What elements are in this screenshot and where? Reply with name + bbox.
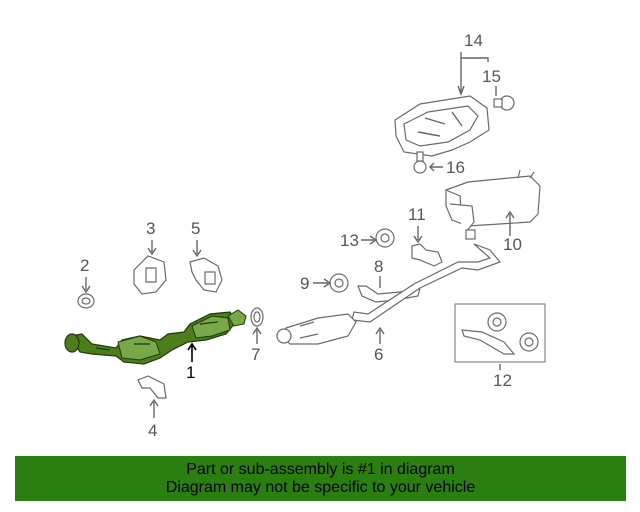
leader-10 bbox=[505, 210, 515, 236]
gasket-part-2[interactable] bbox=[77, 293, 95, 309]
callout-16[interactable]: 16 bbox=[446, 158, 465, 177]
callout-2[interactable]: 2 bbox=[80, 256, 89, 275]
heat-shield-part-14[interactable] bbox=[394, 95, 490, 157]
callout-8[interactable]: 8 bbox=[374, 257, 383, 276]
leader-16 bbox=[429, 162, 443, 172]
leader-7 bbox=[252, 326, 262, 344]
leader-9 bbox=[313, 278, 332, 288]
grommet-part-13[interactable] bbox=[375, 228, 395, 248]
leader-13 bbox=[361, 235, 378, 245]
leader-1 bbox=[187, 342, 197, 362]
exhaust-pipe-part-6[interactable] bbox=[276, 243, 502, 345]
callout-4[interactable]: 4 bbox=[148, 421, 157, 440]
callout-3[interactable]: 3 bbox=[146, 219, 155, 238]
banner-line-2: Diagram may not be specific to your vehi… bbox=[165, 478, 476, 496]
leader-5 bbox=[192, 240, 202, 258]
callout-7[interactable]: 7 bbox=[251, 345, 260, 364]
bracket-part-4[interactable] bbox=[137, 375, 167, 399]
leader-11 bbox=[413, 226, 423, 244]
callout-14[interactable]: 14 bbox=[464, 31, 483, 50]
grommet-part-9[interactable] bbox=[329, 273, 349, 293]
callout-11[interactable]: 11 bbox=[408, 205, 426, 224]
bracket-part-5[interactable] bbox=[189, 257, 223, 293]
callout-10[interactable]: 10 bbox=[503, 235, 522, 254]
leader-6 bbox=[375, 326, 385, 344]
bolt-part-16[interactable] bbox=[413, 151, 427, 174]
callout-5[interactable]: 5 bbox=[191, 219, 200, 238]
gasket-part-7[interactable] bbox=[250, 307, 264, 327]
leader-3 bbox=[147, 240, 157, 256]
leader-4 bbox=[149, 398, 159, 418]
banner-line-1: Part or sub-assembly is #1 in diagram bbox=[186, 460, 455, 478]
callout-15[interactable]: 15 bbox=[482, 67, 501, 86]
hanger-part-11[interactable] bbox=[411, 243, 443, 267]
bolt-part-15[interactable] bbox=[493, 95, 515, 111]
part-info-banner: Part or sub-assembly is #1 in diagram Di… bbox=[15, 456, 626, 501]
muffler-part-10[interactable] bbox=[445, 169, 541, 240]
arrow-14 bbox=[457, 85, 465, 96]
bracket-part-3[interactable] bbox=[133, 255, 167, 295]
leader-14 bbox=[460, 52, 489, 92]
hanger-kit-part-12[interactable] bbox=[454, 303, 546, 363]
callout-6[interactable]: 6 bbox=[374, 345, 383, 364]
callout-9[interactable]: 9 bbox=[300, 274, 309, 293]
callout-13[interactable]: 13 bbox=[340, 231, 359, 250]
callout-12[interactable]: 12 bbox=[493, 371, 512, 390]
front-pipe-catalytic-converter-part-1[interactable] bbox=[64, 309, 247, 365]
callout-1[interactable]: 1 bbox=[186, 363, 195, 382]
leader-2 bbox=[81, 277, 91, 294]
